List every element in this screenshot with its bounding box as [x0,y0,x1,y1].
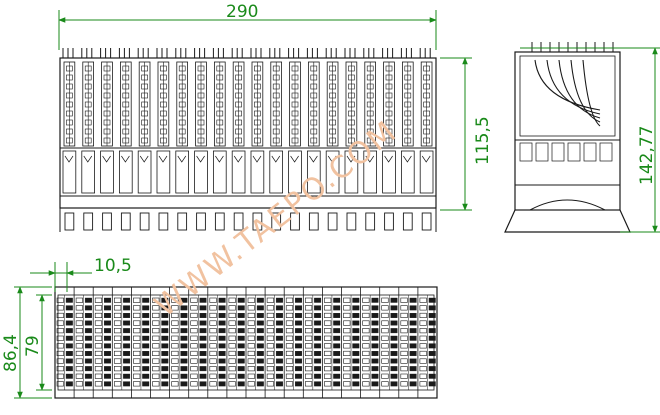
side-base [504,209,631,233]
front-module [100,48,114,231]
front-module [250,48,265,231]
front-module [363,48,377,231]
side-outline [514,51,621,211]
front-module [194,48,208,231]
bottom-module [73,287,92,398]
front-module [175,48,190,231]
front-module [382,48,396,231]
bottom-module [92,287,112,398]
dimension-width-label: 290 [226,2,258,22]
bottom-module [264,287,283,398]
bottom-module [188,287,207,398]
bottom-view [54,286,438,399]
front-module [419,48,434,231]
side-contact-curve [582,59,601,127]
front-module [137,48,152,231]
bottom-module [130,287,150,398]
bottom-module [169,287,188,398]
bottom-module [360,287,379,398]
dimension-height-label: 115,5 [473,116,493,165]
dimension-pitch-label: 10,5 [94,256,132,276]
front-view [59,48,437,232]
dimension-bottom-outer-label: 86,4 [1,334,21,372]
dimension-side-height-label: 142,77 [637,126,657,185]
side-slot [519,142,533,162]
front-module [62,48,77,231]
bottom-module [150,287,169,398]
bottom-module [379,287,398,398]
side-base-arc [529,199,606,211]
front-outline [59,57,437,209]
bottom-module [226,287,245,398]
side-slot [583,142,597,162]
bottom-module [245,287,264,398]
side-contact-curve [546,59,601,115]
side-slot [535,142,549,162]
side-slot [599,142,613,162]
bottom-module [398,287,417,398]
dimension-lines [14,10,660,399]
bottom-module [417,287,436,398]
front-module [344,48,359,231]
front-module [400,48,415,231]
side-contact-curve [534,59,601,111]
bottom-module [341,287,360,398]
front-module [118,48,133,231]
front-module [231,48,246,231]
bottom-module [54,287,73,398]
front-module [306,48,321,231]
bottom-module [283,287,303,398]
front-module [269,48,283,231]
front-module [288,48,302,231]
bottom-module [111,287,131,398]
bottom-module [302,287,322,398]
dimension-bottom-inner-label: 79 [23,335,43,357]
front-module [325,48,340,231]
side-contact-block [519,55,616,137]
side-slot [567,142,581,162]
front-module [156,48,171,231]
front-module [212,48,227,231]
front-module [81,48,96,231]
side-view [504,42,631,233]
bottom-module [321,287,341,398]
side-slot [551,142,565,162]
bottom-module [207,287,226,398]
